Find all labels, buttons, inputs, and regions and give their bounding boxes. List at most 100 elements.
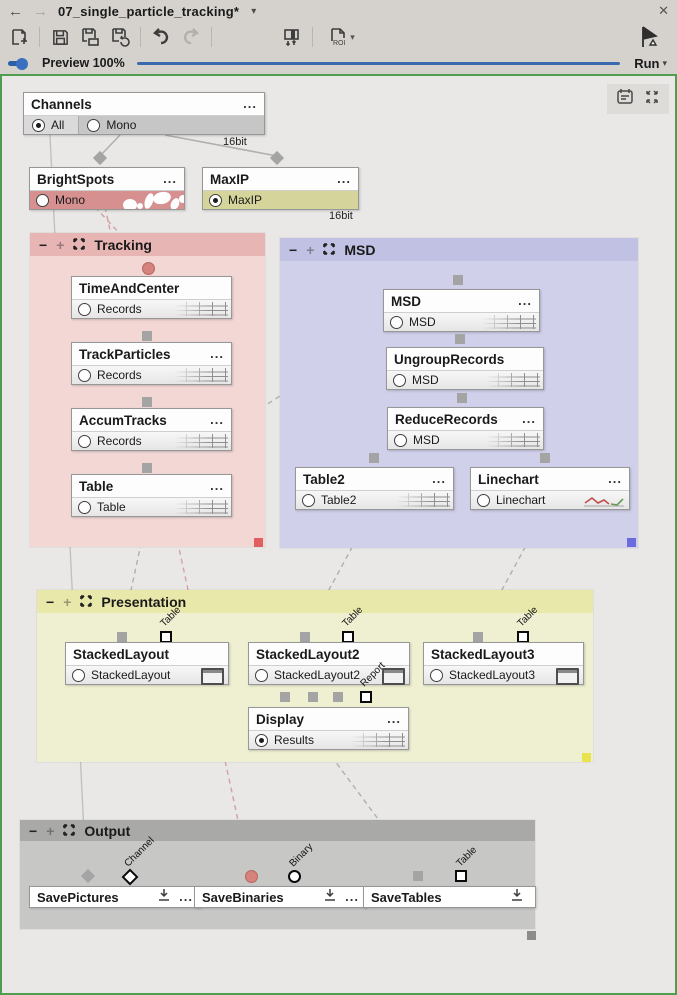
- connector-table-filled[interactable]: [413, 871, 423, 881]
- radio-records[interactable]: [78, 434, 91, 448]
- connector-channel-filled[interactable]: [269, 150, 285, 166]
- radio-table2[interactable]: [302, 493, 315, 507]
- connector-binary-filled[interactable]: [142, 262, 155, 275]
- preview-toggle[interactable]: [8, 57, 32, 70]
- radio-results[interactable]: [255, 733, 268, 747]
- radio-linechart[interactable]: [477, 493, 490, 507]
- connector-msd-filled[interactable]: [457, 393, 467, 403]
- node-timeandcenter[interactable]: TimeAndCenter Records: [71, 276, 232, 319]
- connector-report-filled[interactable]: [308, 692, 318, 702]
- node-channels[interactable]: Channels... All Mono: [23, 92, 265, 135]
- radio-msd[interactable]: [394, 433, 407, 447]
- connector-table-empty[interactable]: [455, 870, 467, 882]
- node-maxip[interactable]: MaxIP... MaxIP: [202, 167, 359, 210]
- node-menu-button[interactable]: ...: [387, 711, 401, 726]
- node-menu-button[interactable]: ...: [210, 412, 224, 427]
- group-collapse-button[interactable]: −: [46, 593, 55, 610]
- roi-button[interactable]: ROI ▾: [320, 24, 364, 50]
- radio-mono[interactable]: [87, 118, 101, 132]
- node-stackedlayout3[interactable]: StackedLayout3 StackedLayout3: [423, 642, 584, 685]
- export-values-button[interactable]: [279, 24, 305, 50]
- close-icon[interactable]: ✕: [658, 3, 669, 18]
- node-menu-button[interactable]: ...: [243, 96, 257, 111]
- connector-channel-filled[interactable]: [92, 150, 108, 166]
- title-dropdown-icon[interactable]: ▾: [251, 5, 257, 17]
- redo-button[interactable]: [178, 24, 204, 50]
- connector-records-filled[interactable]: [142, 463, 152, 473]
- connector-binary-empty[interactable]: [288, 870, 301, 883]
- group-add-button[interactable]: +: [46, 822, 55, 839]
- connector-table-filled[interactable]: [473, 632, 483, 642]
- node-menu-button[interactable]: ...: [518, 293, 532, 308]
- node-savetables[interactable]: SaveTables: [363, 886, 536, 908]
- radio-table[interactable]: [78, 500, 91, 514]
- node-table[interactable]: Table... Table: [71, 474, 232, 517]
- group-fit-icon[interactable]: [63, 823, 76, 839]
- node-stackedlayout[interactable]: StackedLayout StackedLayout: [65, 642, 229, 685]
- collapse-all-button[interactable]: [643, 88, 661, 111]
- run-button-icon[interactable]: [637, 24, 663, 50]
- connector-report-empty[interactable]: [360, 691, 372, 703]
- node-menu-button[interactable]: ...: [210, 478, 224, 493]
- node-menu-button[interactable]: ...: [432, 471, 446, 486]
- node-accumtracks[interactable]: AccumTracks... Records: [71, 408, 232, 451]
- node-menu-button[interactable]: ...: [163, 171, 177, 186]
- run-dropdown-icon[interactable]: ▾: [662, 57, 667, 68]
- node-display[interactable]: Display... Results: [248, 707, 409, 750]
- run-button[interactable]: Run: [634, 55, 660, 71]
- group-fit-icon[interactable]: [73, 237, 86, 253]
- connector-binary-filled[interactable]: [245, 870, 258, 883]
- radio-records[interactable]: [78, 302, 91, 316]
- connector-report-filled[interactable]: [333, 692, 343, 702]
- node-menu-button[interactable]: ...: [210, 346, 224, 361]
- radio-msd[interactable]: [390, 315, 403, 329]
- connector-report-filled[interactable]: [280, 692, 290, 702]
- group-fit-icon[interactable]: [323, 242, 336, 258]
- connector-records-filled[interactable]: [142, 331, 152, 341]
- connector-table-filled[interactable]: [300, 632, 310, 642]
- group-output[interactable]: − + Output: [20, 820, 535, 929]
- connector-msd-filled[interactable]: [540, 453, 550, 463]
- radio-stackedlayout[interactable]: [72, 668, 85, 682]
- node-graph-canvas[interactable]: Channels... All Mono 16bit BrightSpots..…: [0, 74, 677, 995]
- group-collapse-button[interactable]: −: [29, 822, 38, 839]
- radio-records[interactable]: [78, 368, 91, 382]
- radio-maxip[interactable]: [209, 193, 222, 207]
- connector-records-filled[interactable]: [453, 275, 463, 285]
- node-brightspots[interactable]: BrightSpots... Mono: [29, 167, 185, 210]
- radio-mono[interactable]: [36, 193, 49, 207]
- forward-arrow-icon[interactable]: →: [33, 2, 48, 20]
- node-menu-button[interactable]: ...: [337, 171, 351, 186]
- node-stackedlayout2[interactable]: StackedLayout2 StackedLayout2: [248, 642, 410, 685]
- connector-table-filled[interactable]: [117, 632, 127, 642]
- node-trackparticles[interactable]: TrackParticles... Records: [71, 342, 232, 385]
- radio-stackedlayout3[interactable]: [430, 668, 443, 682]
- group-add-button[interactable]: +: [63, 593, 72, 610]
- node-linechart[interactable]: Linechart... Linechart: [470, 467, 630, 510]
- new-document-button[interactable]: [6, 24, 32, 50]
- group-resize-handle[interactable]: [627, 538, 636, 547]
- preview-slider[interactable]: [136, 61, 621, 65]
- radio-msd[interactable]: [393, 373, 406, 387]
- group-resize-handle[interactable]: [254, 538, 263, 547]
- option-mono[interactable]: Mono: [79, 118, 144, 132]
- group-add-button[interactable]: +: [56, 236, 65, 253]
- back-arrow-icon[interactable]: ←: [8, 2, 23, 20]
- undo-button[interactable]: [148, 24, 174, 50]
- radio-stackedlayout2[interactable]: [255, 668, 268, 682]
- connector-msd-filled[interactable]: [455, 334, 465, 344]
- node-savepictures[interactable]: SavePictures ...: [29, 886, 201, 908]
- group-collapse-button[interactable]: −: [289, 241, 298, 258]
- connector-records-filled[interactable]: [142, 397, 152, 407]
- group-add-button[interactable]: +: [306, 241, 315, 258]
- save-button[interactable]: [47, 24, 73, 50]
- roi-dropdown-icon[interactable]: ▾: [350, 31, 355, 42]
- node-ungrouprecords[interactable]: UngroupRecords MSD: [386, 347, 544, 390]
- group-resize-handle[interactable]: [527, 931, 536, 940]
- node-reducerecords[interactable]: ReduceRecords... MSD: [387, 407, 544, 450]
- group-collapse-button[interactable]: −: [39, 236, 48, 253]
- report-layout-button[interactable]: [615, 87, 635, 112]
- group-fit-icon[interactable]: [80, 594, 93, 610]
- option-all[interactable]: All: [24, 116, 80, 134]
- node-menu-button[interactable]: ...: [522, 411, 536, 426]
